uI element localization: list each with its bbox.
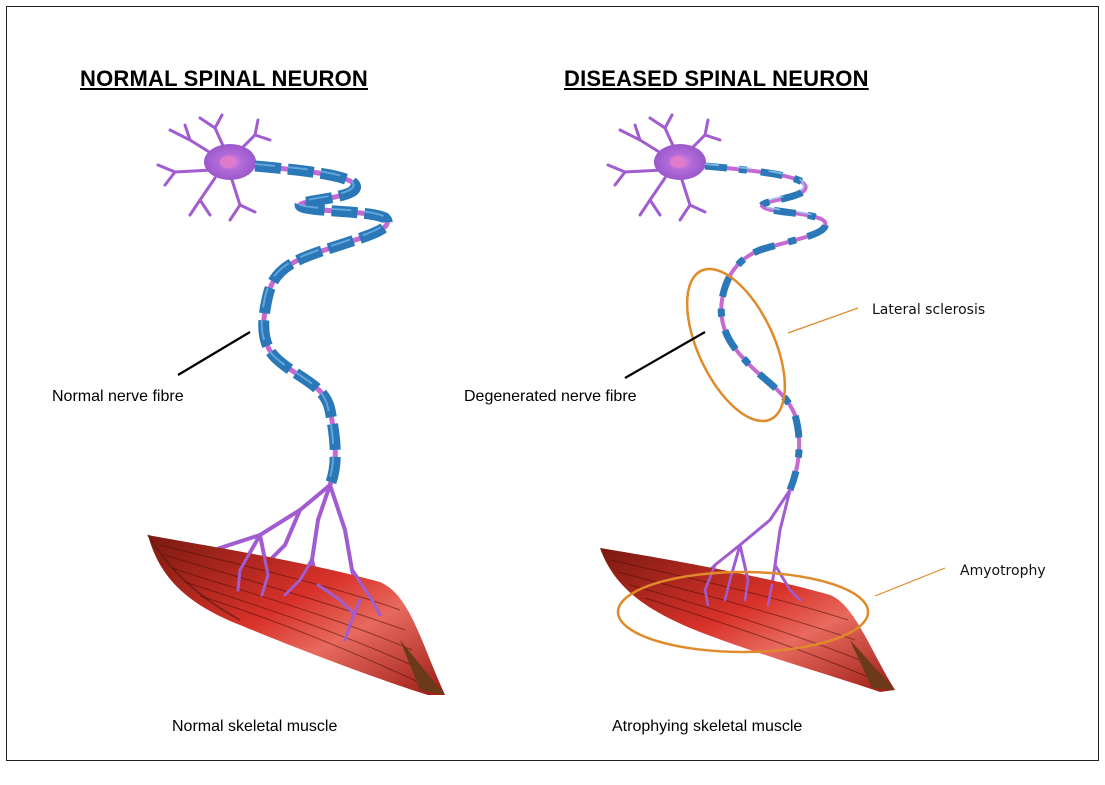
diseased-muscle	[600, 545, 895, 692]
normal-myelin	[255, 166, 387, 485]
degenerated-fibre-pointer	[625, 332, 705, 378]
normal-neuron	[148, 115, 445, 695]
normal-fibre-pointer	[178, 332, 250, 375]
diseased-axon	[705, 166, 825, 490]
normal-nucleus	[220, 156, 236, 168]
atrophying-muscle-label: Atrophying skeletal muscle	[612, 718, 802, 736]
degenerated-fibre-label: Degenerated nerve fibre	[464, 388, 637, 406]
amyotrophy-leader	[875, 568, 945, 596]
amyotrophy-label: Amyotrophy	[960, 563, 1046, 579]
lateral-sclerosis-label: Lateral sclerosis	[872, 302, 985, 318]
normal-muscle	[148, 535, 445, 695]
diseased-nucleus	[670, 156, 686, 168]
lateral-sclerosis-leader	[788, 308, 858, 333]
diseased-neuron	[600, 115, 945, 692]
normal-fibre-label: Normal nerve fibre	[52, 388, 184, 406]
normal-muscle-label: Normal skeletal muscle	[172, 718, 337, 736]
